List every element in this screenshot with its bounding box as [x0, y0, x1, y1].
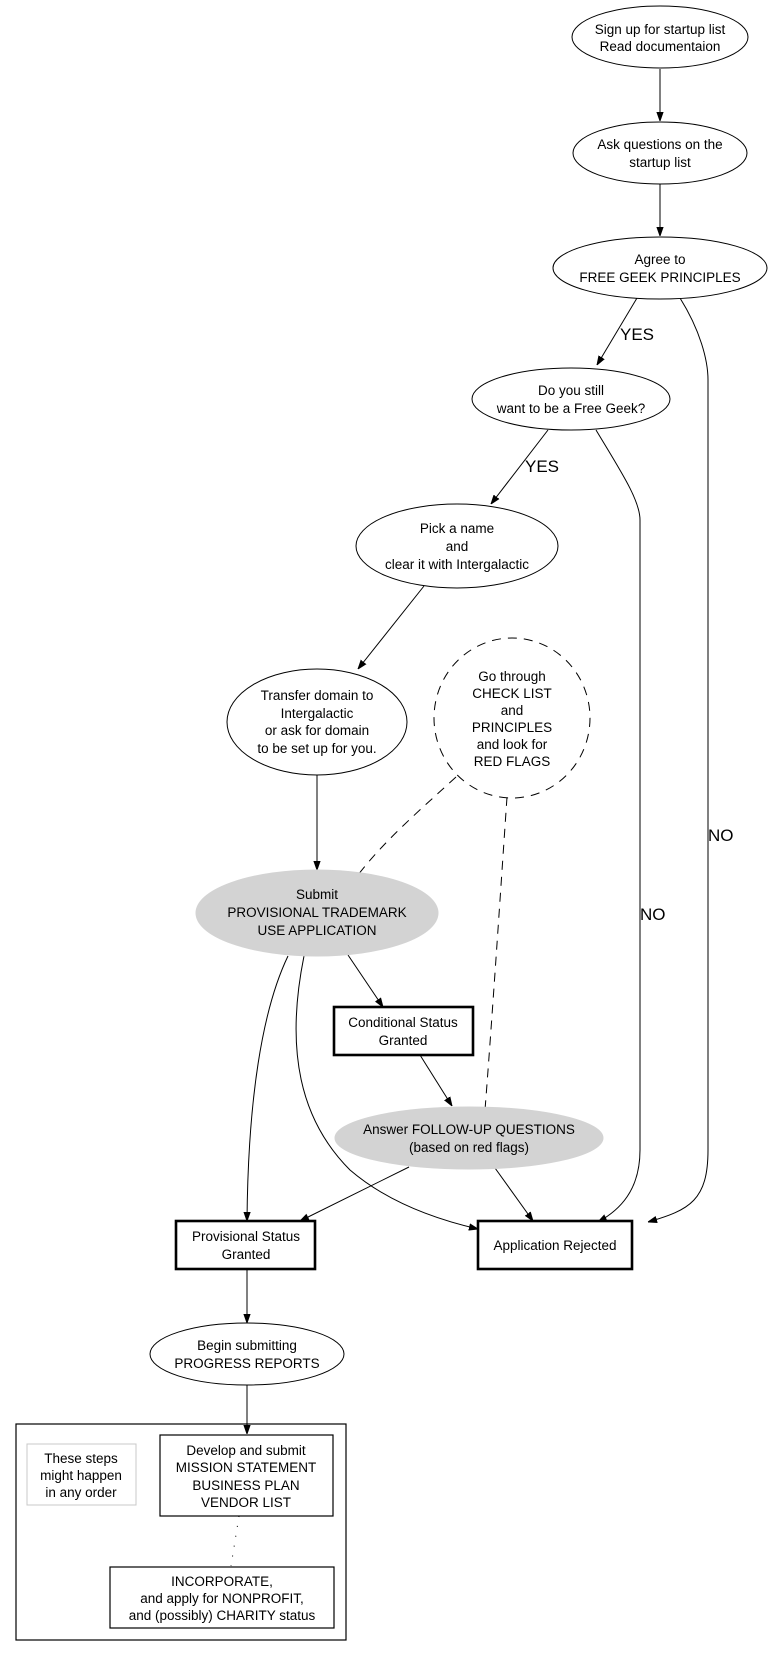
node-checklist-line: CHECK LIST [472, 686, 552, 701]
edge-label-still-no: NO [640, 905, 666, 924]
node-signup: Sign up for startup list Read documentai… [571, 5, 749, 69]
node-progress-line: Begin submitting [197, 1338, 297, 1353]
edge-still-pick [491, 429, 549, 504]
node-still-line: want to be a Free Geek? [496, 401, 646, 416]
node-rejected-shape [476, 1219, 634, 1271]
node-mission: Develop and submit MISSION STATEMENT BUS… [159, 1434, 334, 1517]
node-checklist-line: Go through [478, 669, 546, 684]
edge-labels: YES YES NO NO [525, 325, 734, 924]
edge-checklist-followup [484, 796, 508, 1111]
edge-mission-incorporate [230, 1515, 240, 1567]
node-signup-line: Sign up for startup list [595, 22, 726, 37]
node-submit: Submit PROVISIONAL TRADEMARK USE APPLICA… [195, 869, 439, 957]
node-still-line: Do you still [538, 383, 604, 398]
node-pick: Pick a name and clear it with Intergalac… [355, 503, 559, 589]
node-transfer-line: Transfer domain to [261, 688, 374, 703]
node-mission-line: MISSION STATEMENT [176, 1460, 317, 1475]
node-conditional-shape [332, 1005, 475, 1057]
edge-followup-rejected [494, 1167, 533, 1221]
node-progress: Begin submitting PROGRESS REPORTS [149, 1322, 345, 1386]
node-agree: Agree to FREE GEEK PRINCIPLES [552, 236, 768, 300]
node-incorporate-line: and apply for NONPROFIT, [140, 1591, 304, 1606]
node-checklist-line: and [501, 703, 524, 718]
node-mission-line: BUSINESS PLAN [192, 1478, 299, 1493]
node-checklist-shape [433, 637, 591, 799]
node-mission-line: Develop and submit [186, 1443, 306, 1458]
edge-pick-transfer [358, 585, 425, 669]
node-conditional-line: Granted [379, 1033, 428, 1048]
node-conditional-line: Conditional Status [348, 1015, 458, 1030]
node-pick-shape [355, 503, 559, 589]
node-note-line: might happen [40, 1468, 122, 1483]
node-checklist-line: and look for [477, 737, 548, 752]
edge-agree-rejected [648, 297, 709, 1222]
edge-submit-rejected [295, 955, 478, 1229]
cluster-border [15, 1423, 347, 1641]
node-ask-shape [572, 121, 748, 185]
cluster-any-order: These steps might happen in any order De… [15, 1423, 347, 1641]
node-followup-shape [334, 1106, 604, 1170]
edge-submit-conditional [347, 954, 383, 1007]
edge-agree-still [597, 297, 638, 365]
node-ask-line: Ask questions on the [597, 137, 722, 152]
node-incorporate-line: and (possibly) CHARITY status [129, 1608, 316, 1623]
edge-still-rejected [595, 429, 641, 1222]
node-incorporate-shape [109, 1566, 335, 1629]
edges [230, 69, 709, 1567]
edge-submit-provisional [247, 955, 289, 1221]
node-incorporate-line: INCORPORATE, [171, 1574, 273, 1589]
edge-label-agree-no: NO [708, 826, 734, 845]
node-progress-line: PROGRESS REPORTS [174, 1356, 319, 1371]
node-pick-line: clear it with Intergalactic [385, 557, 529, 572]
node-transfer-line: or ask for domain [265, 723, 369, 738]
node-provisional-shape [174, 1219, 317, 1271]
node-transfer-line: Intergalactic [281, 706, 354, 721]
node-agree-line: FREE GEEK PRINCIPLES [579, 270, 740, 285]
node-note-line: in any order [45, 1485, 117, 1500]
edge-followup-provisional [300, 1166, 410, 1221]
node-mission-line: VENDOR LIST [201, 1495, 291, 1510]
node-rejected-line: Application Rejected [493, 1238, 616, 1253]
node-submit-line: Submit [296, 887, 338, 902]
node-conditional: Conditional Status Granted [332, 1005, 475, 1057]
node-followup-line: (based on red flags) [409, 1140, 529, 1155]
node-pick-line: Pick a name [420, 521, 494, 536]
node-pick-line: and [446, 539, 469, 554]
edge-checklist-submit [357, 776, 457, 876]
node-ask: Ask questions on the startup list [572, 121, 748, 185]
edge-label-agree-yes: YES [620, 325, 654, 344]
node-submit-shape [195, 869, 439, 957]
node-submit-line: PROVISIONAL TRADEMARK [227, 905, 406, 920]
node-provisional: Provisional Status Granted [174, 1219, 317, 1271]
node-transfer-shape [226, 668, 408, 776]
edge-conditional-followup [419, 1054, 452, 1106]
edge-label-still-yes: YES [525, 457, 559, 476]
node-transfer: Transfer domain to Intergalactic or ask … [226, 668, 408, 776]
node-still: Do you still want to be a Free Geek? [471, 367, 671, 431]
node-rejected: Application Rejected [476, 1219, 634, 1271]
node-checklist-line: RED FLAGS [474, 754, 551, 769]
node-signup-shape [571, 5, 749, 69]
node-mission-shape [159, 1434, 334, 1517]
node-followup: Answer FOLLOW-UP QUESTIONS (based on red… [334, 1106, 604, 1170]
node-note: These steps might happen in any order [26, 1443, 137, 1506]
node-checklist-line: PRINCIPLES [472, 720, 552, 735]
node-checklist: Go through CHECK LIST and PRINCIPLES and… [433, 637, 591, 799]
node-provisional-line: Granted [222, 1247, 271, 1262]
node-note-shape [26, 1443, 137, 1506]
node-still-shape [471, 367, 671, 431]
node-transfer-line: to be set up for you. [257, 741, 376, 756]
node-agree-line: Agree to [634, 252, 685, 267]
node-followup-line: Answer FOLLOW-UP QUESTIONS [363, 1122, 575, 1137]
node-note-line: These steps [44, 1451, 118, 1466]
node-signup-line: Read documentaion [600, 39, 721, 54]
node-incorporate: INCORPORATE, and apply for NONPROFIT, an… [109, 1566, 335, 1629]
node-ask-line: startup list [629, 155, 691, 170]
node-submit-line: USE APPLICATION [257, 923, 376, 938]
node-provisional-line: Provisional Status [192, 1229, 300, 1244]
node-progress-shape [149, 1322, 345, 1386]
node-agree-shape [552, 236, 768, 300]
